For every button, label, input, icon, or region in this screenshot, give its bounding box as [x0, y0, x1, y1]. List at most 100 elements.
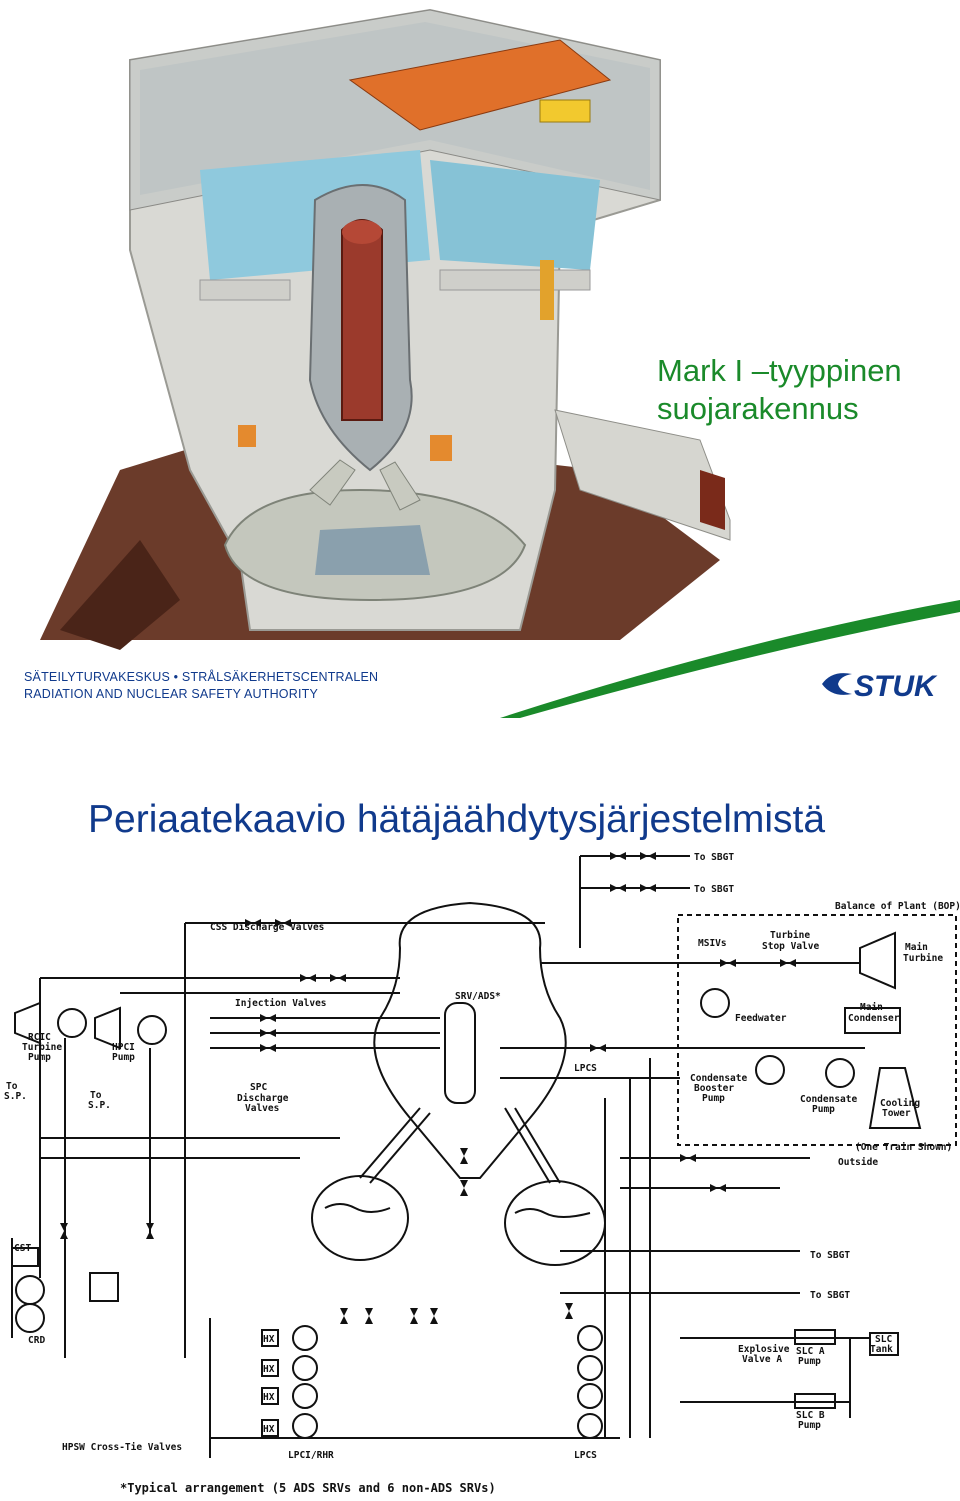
equipment-yellow — [540, 260, 554, 320]
valve-icon — [565, 1303, 573, 1319]
label-cbp-1: Condensate — [690, 1073, 747, 1084]
stuk-logo-emblem-icon — [822, 673, 852, 695]
valve-icon — [260, 1044, 276, 1052]
label-explosive-2: Valve A — [742, 1354, 782, 1365]
bop-boundary — [677, 914, 957, 1146]
lpci-pump-1 — [292, 1325, 318, 1351]
fuel-pool — [430, 160, 600, 270]
vessel-head — [342, 220, 382, 244]
hx-2-box — [261, 1359, 279, 1377]
label-turbine-stop-1: Turbine — [770, 930, 810, 941]
label-spc-3: Valves — [245, 1103, 279, 1114]
label-css: CSS Discharge Valves — [210, 922, 324, 933]
lpcs-pump-1 — [577, 1325, 603, 1351]
label-to-sbgt-1: To SBGT — [694, 852, 734, 863]
label-to-sbgt-2: To SBGT — [694, 884, 734, 895]
valve-icon — [260, 1029, 276, 1037]
lpci-pump-2 — [292, 1355, 318, 1381]
label-cbp-2: Booster — [694, 1083, 734, 1094]
label-slc-a-2: Pump — [798, 1356, 821, 1367]
feedwater-pump — [700, 988, 730, 1018]
label-lpcs-bottom: LPCS — [574, 1450, 597, 1461]
schematic-lines — [11, 855, 957, 1458]
label-slc-b-1: SLC B — [796, 1410, 825, 1421]
stuk-swoosh-bar — [500, 600, 960, 718]
equipment-orange-a — [238, 425, 256, 447]
label-explosive-1: Explosive — [738, 1344, 790, 1355]
rcic-pump — [57, 1008, 87, 1038]
label-main-turbine-2: Turbine — [903, 953, 943, 964]
slide-eccs-schematic: Periaatekaavio hätäjäähdytysjärjestelmis… — [0, 718, 960, 1501]
label-to-sbgt-3: To SBGT — [810, 1250, 850, 1261]
valve-icon — [590, 1044, 606, 1052]
label-bop: Balance of Plant (BOP) — [835, 901, 960, 912]
label-hpci-1: HPCI — [112, 1042, 135, 1053]
valve-symbols — [60, 852, 796, 1324]
valve-icon — [780, 959, 796, 967]
slide-title-line-2: suojarakennus — [657, 391, 859, 426]
label-hx-2: HX — [263, 1364, 275, 1375]
label-footnote: *Typical arrangement (5 ADS SRVs and 6 n… — [120, 1481, 496, 1495]
label-outside: Outside — [838, 1157, 878, 1168]
torus-right-water — [514, 1208, 591, 1218]
label-main-turbine-1: Main — [905, 942, 928, 953]
reactor-building-cutaway-illustration — [40, 8, 960, 718]
valve-icon — [640, 852, 656, 860]
condensate-booster-pump — [755, 1055, 785, 1085]
crane-trolley — [539, 99, 591, 123]
stuk-logo: STUK — [822, 670, 938, 703]
earth-shadow — [60, 540, 180, 650]
label-crd: CRD — [28, 1335, 45, 1346]
lpcs-pump-2 — [577, 1355, 603, 1381]
label-slc-b-2: Pump — [798, 1420, 821, 1431]
reactor-vessel-outline — [444, 1002, 476, 1104]
label-cbp-3: Pump — [702, 1093, 725, 1104]
label-turbine-stop-2: Stop Valve — [762, 941, 819, 952]
lpci-pump-4 — [292, 1413, 318, 1439]
hx-1-box — [261, 1329, 279, 1347]
valve-icon — [60, 1223, 68, 1239]
valve-icon — [720, 959, 736, 967]
label-slc-tank-1: SLC — [875, 1334, 892, 1345]
label-feedwater: Feedwater — [735, 1013, 787, 1024]
label-lpci: LPCI/RHR — [288, 1450, 334, 1461]
label-cst: CST — [14, 1243, 31, 1254]
label-rcic-2: Turbine — [22, 1042, 62, 1053]
torus-left — [311, 1175, 409, 1261]
crd-filter — [89, 1272, 119, 1302]
label-srv-ads: SRV/ADS* — [455, 991, 501, 1002]
floor-slab-a — [199, 279, 291, 301]
lpcs-pump-4 — [577, 1413, 603, 1439]
downcomer-left-a — [359, 1107, 421, 1179]
valve-icon — [680, 1154, 696, 1162]
hx-3-box — [261, 1387, 279, 1405]
eccs-schematic-diagram: To SBGT To SBGT Balance of Plant (BOP) C… — [4, 852, 960, 1495]
slide-title-line-1: Mark I –tyyppinen — [657, 353, 902, 388]
valve-icon — [330, 974, 346, 982]
slide-mark1-containment: Mark I –tyyppinen suojarakennus SÄTEILYT… — [0, 0, 960, 718]
torus-right — [504, 1180, 606, 1266]
footer-organization-fi: SÄTEILYTURVAKESKUS • STRÅLSÄKERHETSCENTR… — [24, 670, 379, 684]
crd-pump-a — [15, 1275, 45, 1305]
valve-icon — [365, 1308, 373, 1324]
label-msivs: MSIVs — [698, 938, 727, 949]
valve-icon — [146, 1223, 154, 1239]
valve-icon — [610, 884, 626, 892]
label-to-sp-a-1: To — [6, 1081, 18, 1092]
schematic-labels: To SBGT To SBGT Balance of Plant (BOP) C… — [4, 852, 960, 1495]
label-slc-tank-2: Tank — [870, 1344, 893, 1355]
valve-icon — [340, 1308, 348, 1324]
hpci-pump — [137, 1015, 167, 1045]
label-spc-2: Discharge — [237, 1093, 289, 1104]
valve-icon — [460, 1180, 468, 1196]
valve-icon — [245, 919, 261, 927]
label-to-sp-b-1: To — [90, 1090, 102, 1101]
valve-icon — [610, 852, 626, 860]
torus-water-cutaway — [315, 525, 430, 575]
equipment-orange-b — [430, 435, 452, 461]
label-to-sp-b-2: S.P. — [88, 1100, 111, 1111]
tunnel-opening — [700, 470, 725, 530]
slc-tank-box — [869, 1332, 899, 1356]
downcomer-right-a — [504, 1107, 551, 1184]
label-hpsw: HPSW Cross-Tie Valves — [62, 1442, 182, 1453]
